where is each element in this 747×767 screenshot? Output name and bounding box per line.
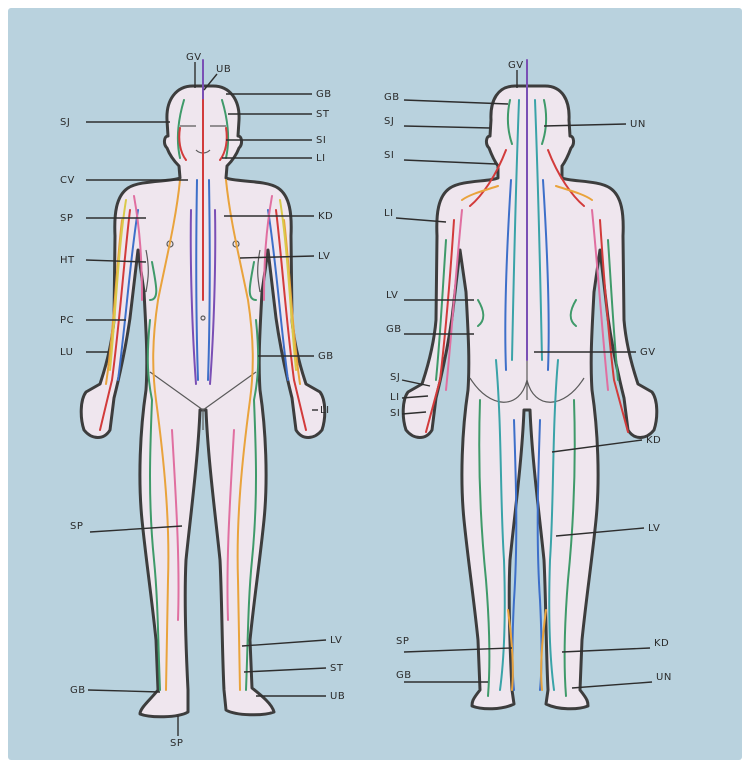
label-back-gv-back: GV bbox=[640, 347, 656, 358]
label-front-st-leg: ST bbox=[330, 663, 344, 674]
label-front-kd: KD bbox=[318, 211, 333, 222]
label-front-ub-foot: UB bbox=[330, 691, 345, 702]
label-back-sj-hand: SJ bbox=[390, 372, 400, 383]
label-back-un-foot: UN bbox=[656, 672, 672, 683]
label-front-ub-head: UB bbox=[216, 64, 231, 75]
label-back-gv-head: GV bbox=[508, 60, 524, 71]
label-front-li-hand: LI bbox=[320, 405, 330, 416]
label-front-lv-torso: LV bbox=[318, 251, 330, 262]
label-front-st-face: ST bbox=[316, 109, 330, 120]
label-front-li-neck: LI bbox=[316, 153, 326, 164]
label-back-kd-calf: KD bbox=[654, 638, 669, 649]
label-front-cv: CV bbox=[60, 175, 75, 186]
label-back-lv-torso: LV bbox=[386, 290, 398, 301]
label-back-un-head: UN bbox=[630, 119, 646, 130]
label-back-gb-head: GB bbox=[384, 92, 400, 103]
label-front-gv: GV bbox=[186, 52, 202, 63]
label-back-gb-torso: GB bbox=[386, 324, 402, 335]
label-back-li-hand: LI bbox=[390, 392, 400, 403]
label-front-lu: LU bbox=[60, 347, 73, 358]
label-front-gb-foot: GB bbox=[70, 685, 86, 696]
label-back-lv-leg: LV bbox=[648, 523, 660, 534]
label-back-si-neck: SI bbox=[384, 150, 394, 161]
label-front-sp-thigh: SP bbox=[70, 521, 83, 532]
label-front-ht: HT bbox=[60, 255, 75, 266]
label-front-sp-chest: SP bbox=[60, 213, 73, 224]
label-front-gb-head: GB bbox=[316, 89, 332, 100]
label-back-sp-calf: SP bbox=[396, 636, 409, 647]
label-front-lv-leg: LV bbox=[330, 635, 342, 646]
label-back-kd-leg: KD bbox=[646, 435, 661, 446]
back-figure bbox=[403, 60, 657, 709]
label-front-si-face: SI bbox=[316, 135, 326, 146]
label-front-sj-head: SJ bbox=[60, 117, 70, 128]
label-front-gb-hip: GB bbox=[318, 351, 334, 362]
label-back-gb-foot: GB bbox=[396, 670, 412, 681]
label-back-si-hand: SI bbox=[390, 408, 400, 419]
label-back-sj-head: SJ bbox=[384, 116, 394, 127]
label-back-li-arm: LI bbox=[384, 208, 394, 219]
label-front-pc: PC bbox=[60, 315, 74, 326]
label-front-sp-foot: SP bbox=[170, 738, 183, 749]
